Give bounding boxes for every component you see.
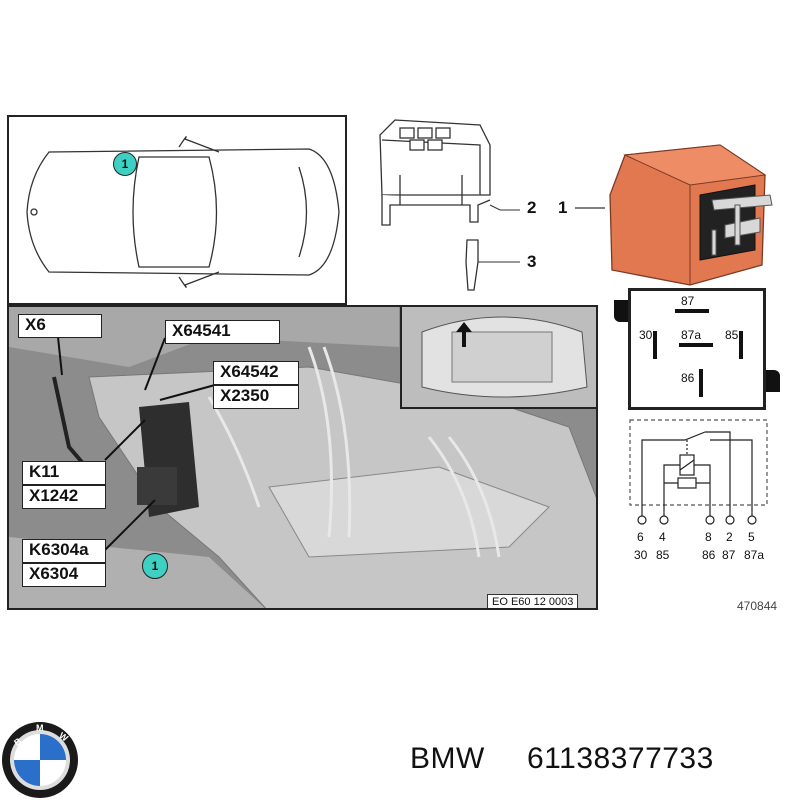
footer-brand: BMW bbox=[410, 742, 485, 775]
relay-tab-right bbox=[766, 370, 780, 392]
relay-pin-layout: 87 30 87a 85 86 bbox=[628, 288, 766, 410]
part-3-label: 3 bbox=[527, 252, 537, 271]
schematic-pin-number: 2 bbox=[726, 530, 733, 544]
pin-86-label: 86 bbox=[681, 371, 695, 385]
pin-87-label: 87 bbox=[681, 294, 695, 308]
schematic-terminal: 30 bbox=[634, 548, 648, 562]
inset-car-drawing bbox=[421, 316, 588, 398]
car-location-panel: 1 bbox=[7, 115, 347, 305]
part-1-label: 1 bbox=[558, 198, 568, 217]
figure-number: 470844 bbox=[737, 599, 778, 613]
label-x6304: X6304 bbox=[22, 563, 106, 587]
schematic-terminal: 85 bbox=[656, 548, 670, 562]
label-x64541: X64541 bbox=[165, 320, 280, 344]
pin-87a-label: 87a bbox=[681, 328, 702, 342]
schematic-pin-number: 4 bbox=[659, 530, 666, 544]
inset-top-view bbox=[400, 307, 596, 409]
label-x1242: X1242 bbox=[22, 485, 106, 509]
label-k6304a: K6304a bbox=[22, 539, 106, 563]
pin-85-blade bbox=[739, 331, 743, 359]
schematic-terminal: 87 bbox=[722, 548, 736, 562]
pin-85-label: 85 bbox=[725, 328, 739, 342]
svg-text:B: B bbox=[12, 736, 23, 748]
pin-87-blade bbox=[675, 309, 709, 313]
schematic-terminal: 87a bbox=[744, 548, 765, 562]
car-location-callout: 1 bbox=[113, 152, 137, 176]
schematic-terminal: 86 bbox=[702, 548, 716, 562]
schematic-pin-number: 6 bbox=[637, 530, 644, 544]
label-x6: X6 bbox=[18, 314, 102, 338]
pin-86-blade bbox=[699, 369, 703, 397]
schematic-pin-number: 5 bbox=[748, 530, 755, 544]
pin-30-label: 30 bbox=[639, 328, 653, 342]
svg-text:M: M bbox=[36, 723, 44, 733]
pin-30-blade bbox=[653, 331, 657, 359]
photo-callout: 1 bbox=[142, 553, 168, 579]
relay-tab-left bbox=[614, 300, 628, 322]
label-x64542: X64542 bbox=[213, 361, 299, 385]
pin-87a-blade bbox=[679, 343, 713, 347]
footer-part-number: 61138377733 bbox=[527, 742, 714, 775]
label-k11: K11 bbox=[22, 461, 106, 485]
photo-reference-code: EO E60 12 0003 bbox=[487, 594, 579, 608]
schematic-pin-number: 8 bbox=[705, 530, 712, 544]
label-x2350: X2350 bbox=[213, 385, 299, 409]
car-outline-drawing bbox=[26, 136, 340, 288]
part-2-label: 2 bbox=[527, 198, 537, 217]
